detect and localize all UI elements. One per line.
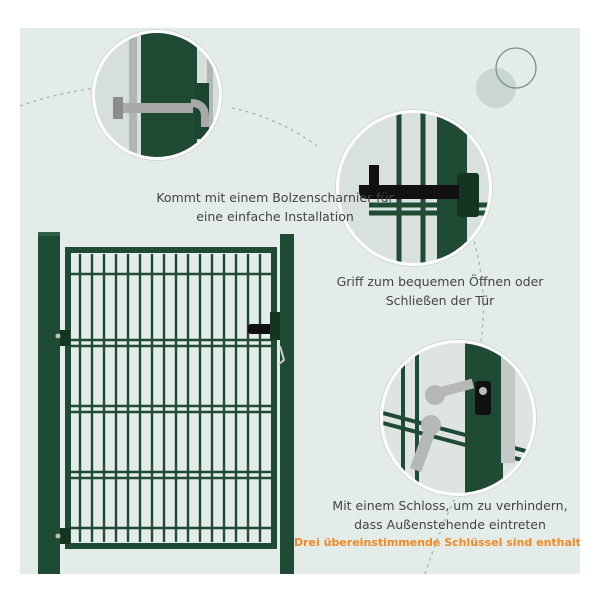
hinge-caption-line-1: Kommt mit einem Bolzenscharnier für xyxy=(156,190,394,205)
gate-illustration xyxy=(38,232,294,574)
lock-caption: Mit einem Schloss, um zu verhindern, das… xyxy=(320,496,580,534)
hinge-caption: Kommt mit einem Bolzenscharnier für eine… xyxy=(150,188,400,226)
hinge-bolt-icon xyxy=(95,33,219,157)
handle-caption-line-2: Schließen der Tür xyxy=(385,293,495,308)
lock-caption-line-2: dass Außenstehende eintreten xyxy=(354,517,546,532)
decorative-lines xyxy=(20,47,537,574)
keys-included-note: Drei übereinstimmende Schlüssel sind ent… xyxy=(294,536,580,549)
door-handle-icon xyxy=(339,113,489,263)
handle-caption: Griff zum bequemen Öffnen oder Schließen… xyxy=(320,272,560,310)
hinge-detail-circle xyxy=(92,30,222,160)
product-panel: Kommt mit einem Bolzenscharnier für eine… xyxy=(20,28,580,574)
deco-circle-filled xyxy=(476,68,516,108)
deco-circle-outline xyxy=(495,47,537,89)
lock-detail-circle xyxy=(380,340,536,496)
hinge-caption-line-2: eine einfache Installation xyxy=(196,209,354,224)
handle-caption-line-1: Griff zum bequemen Öffnen oder xyxy=(336,274,544,289)
lock-caption-line-1: Mit einem Schloss, um zu verhindern, xyxy=(332,498,568,513)
lock-with-keys-icon xyxy=(383,343,533,493)
handle-detail-circle xyxy=(336,110,492,266)
